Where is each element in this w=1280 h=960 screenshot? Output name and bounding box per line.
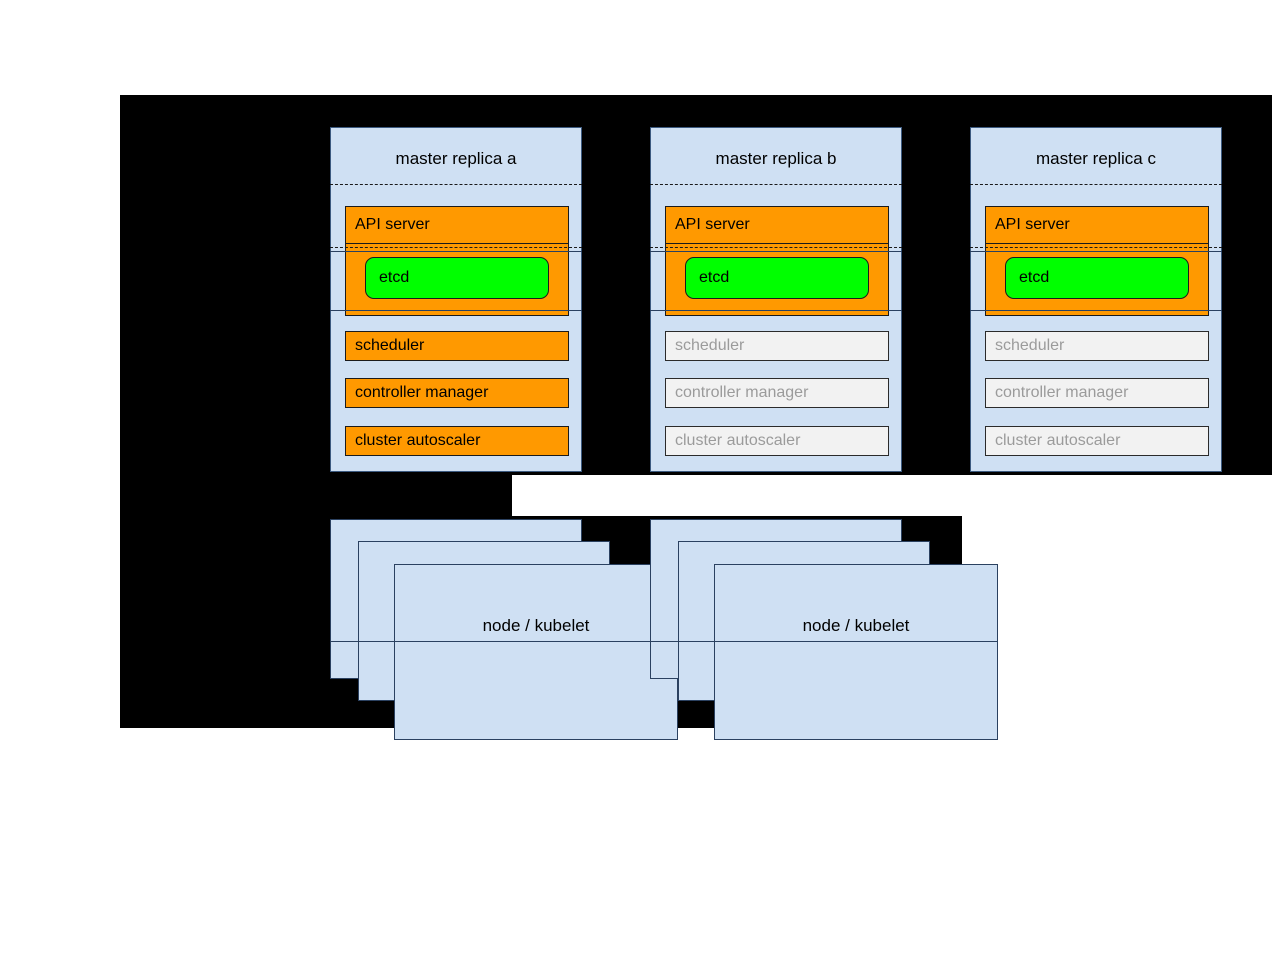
replica-c-api-divider: [970, 247, 1222, 248]
node-card-front-2[interactable]: [714, 564, 998, 740]
replica-b-etcd-rule-bottom: [650, 310, 902, 311]
controller-manager-box-c[interactable]: controller manager: [985, 378, 1209, 408]
master-replica-card-a[interactable]: master replica a API server etcd schedul…: [330, 127, 582, 472]
scheduler-box-a[interactable]: scheduler: [345, 331, 569, 361]
node-group-2-cross-rule: [650, 641, 998, 642]
etcd-box-a[interactable]: etcd: [365, 257, 549, 299]
replica-title-b: master replica b: [715, 149, 837, 168]
replica-b-etcd-rule-top: [650, 251, 902, 252]
cluster-autoscaler-box-b[interactable]: cluster autoscaler: [665, 426, 889, 456]
replica-c-title-divider: [970, 184, 1222, 185]
api-server-box-c[interactable]: API server: [985, 206, 1209, 244]
node-group-1-cross-rule: [330, 641, 678, 642]
node-label-2: node / kubelet: [802, 616, 910, 635]
api-server-box-b[interactable]: API server: [665, 206, 889, 244]
replica-a-etcd-rule-top: [330, 251, 582, 252]
controller-manager-box-a[interactable]: controller manager: [345, 378, 569, 408]
replica-c-etcd-rule-bottom: [970, 310, 1222, 311]
node-card-front-1[interactable]: [394, 564, 678, 740]
master-replica-card-b[interactable]: master replica b API server etcd schedul…: [650, 127, 902, 472]
node-label-1: node / kubelet: [482, 616, 590, 635]
replica-title-a: master replica a: [395, 149, 517, 168]
cluster-autoscaler-box-a[interactable]: cluster autoscaler: [345, 426, 569, 456]
scheduler-box-b[interactable]: scheduler: [665, 331, 889, 361]
replica-a-etcd-rule-bottom: [330, 310, 582, 311]
scheduler-box-c[interactable]: scheduler: [985, 331, 1209, 361]
etcd-box-c[interactable]: etcd: [1005, 257, 1189, 299]
replica-title-c: master replica c: [1036, 149, 1156, 168]
controller-manager-box-b[interactable]: controller manager: [665, 378, 889, 408]
replica-b-api-divider: [650, 247, 902, 248]
api-server-box-a[interactable]: API server: [345, 206, 569, 244]
master-replica-card-c[interactable]: master replica c API server etcd schedul…: [970, 127, 1222, 472]
replica-c-etcd-rule-top: [970, 251, 1222, 252]
replica-a-api-divider: [330, 247, 582, 248]
replica-a-title-divider: [330, 184, 582, 185]
replica-b-title-divider: [650, 184, 902, 185]
etcd-box-b[interactable]: etcd: [685, 257, 869, 299]
cluster-autoscaler-box-c[interactable]: cluster autoscaler: [985, 426, 1209, 456]
